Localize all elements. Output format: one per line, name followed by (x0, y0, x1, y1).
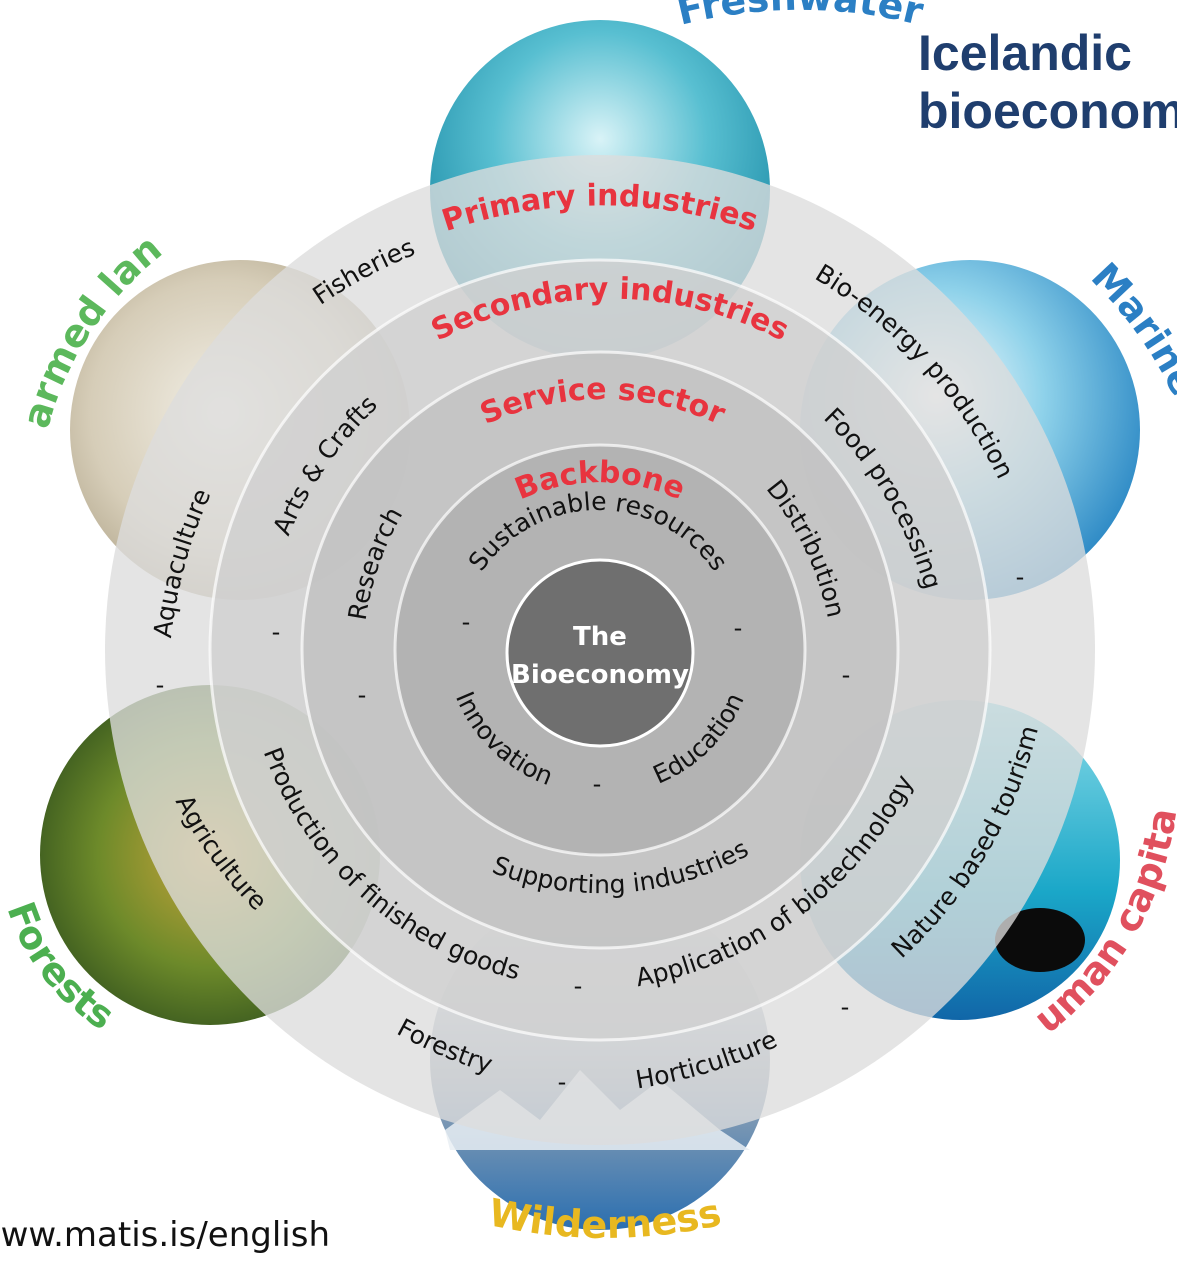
center-label-line-1: The (573, 622, 627, 652)
separator: - (593, 770, 602, 798)
center-circle (505, 558, 695, 748)
page-title: Icelandic bioeconomy (918, 24, 1177, 140)
separator: - (1016, 563, 1025, 591)
freshwater-label: Freshwater (673, 0, 928, 34)
separator: - (462, 608, 471, 636)
title-line-1: Icelandic (918, 25, 1132, 81)
title-line-2: bioeconomy (918, 83, 1177, 139)
separator: - (358, 681, 367, 709)
separator: - (574, 972, 583, 1000)
human-silhouette (995, 908, 1085, 972)
separator: - (841, 993, 850, 1021)
separator: - (558, 1068, 567, 1096)
separator: - (272, 618, 281, 646)
separator: - (734, 614, 743, 642)
source-url: www.matis.is/english (0, 1215, 330, 1255)
separators: - - - - - - - - - - - (156, 563, 1025, 1096)
separator: - (156, 671, 165, 699)
concentric-rings (105, 155, 1095, 1145)
separator: - (842, 661, 851, 689)
center-label-line-2: Bioeconomy (511, 660, 689, 690)
